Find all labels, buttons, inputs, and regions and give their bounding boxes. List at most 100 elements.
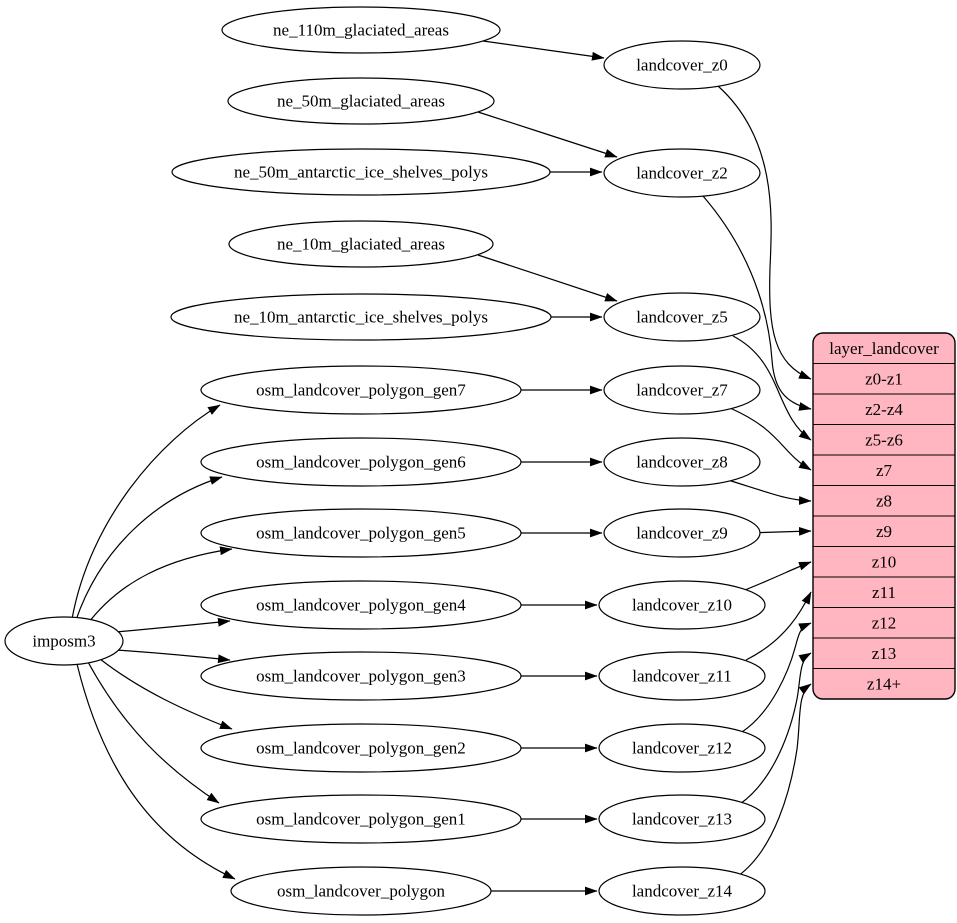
landcover_z7-label: landcover_z7: [636, 381, 728, 400]
node-imposm3: imposm3: [4, 616, 124, 666]
node-osm_landcover_polygon_gen4: osm_landcover_polygon_gen4: [200, 580, 522, 630]
landcover_z9-label: landcover_z9: [636, 524, 728, 543]
table-row-z2-z4: z2-z4: [813, 393, 955, 419]
landcover_z2-ellipse: [603, 148, 761, 198]
edge-imposm3--osm_landcover_polygon_gen1: [87, 661, 220, 804]
node-landcover_z11: landcover_z11: [598, 651, 766, 701]
table-row-z5-z6: z5-z6: [813, 423, 955, 449]
edge-imposm3--osm_landcover_polygon_gen6: [75, 476, 223, 621]
edge-landcover_z0--row:z0-z1: [717, 85, 812, 380]
edges-layer: [71, 40, 812, 896]
osm_landcover_polygon_gen7-ellipse: [200, 365, 522, 415]
node-osm_landcover_polygon_gen6: osm_landcover_polygon_gen6: [200, 437, 522, 487]
ne_10m_glaciated_areas-ellipse: [228, 220, 494, 268]
ne_50m_glaciated_areas-label: ne_50m_glaciated_areas: [277, 92, 445, 111]
table-row-label: z10: [872, 552, 897, 571]
edge-ne_10m_glaciated_areas--landcover_z5: [477, 254, 618, 302]
landcover_z5-label: landcover_z5: [636, 308, 728, 327]
ne_110m_glaciated_areas-label: ne_110m_glaciated_areas: [273, 21, 449, 40]
edge-landcover_z10--row:z10: [739, 561, 812, 593]
landcover_z10-label: landcover_z10: [632, 596, 732, 615]
node-ne_50m_antarctic_ice_shelves_polys: ne_50m_antarctic_ice_shelves_polys: [171, 148, 551, 196]
edge-imposm3--osm_landcover_polygon: [76, 663, 236, 880]
osm_landcover_polygon_gen4-ellipse: [200, 580, 522, 630]
node-osm_landcover_polygon_gen3: osm_landcover_polygon_gen3: [200, 651, 522, 701]
node-landcover_z8: landcover_z8: [603, 437, 761, 487]
table-row-z14+: z14+: [813, 667, 955, 693]
landcover_z12-label: landcover_z12: [632, 739, 732, 758]
landcover_z10-ellipse: [598, 580, 766, 630]
edge-landcover_z11--row:z11: [745, 591, 812, 661]
ne_110m_glaciated_areas-ellipse: [221, 6, 501, 54]
osm_landcover_polygon_gen3-ellipse: [200, 651, 522, 701]
landcover_z8-label: landcover_z8: [636, 453, 728, 472]
ne_10m_antarctic_ice_shelves_polys-label: ne_10m_antarctic_ice_shelves_polys: [234, 308, 488, 327]
table-row-label: z5-z6: [865, 430, 903, 449]
table-row-z9: z9: [813, 515, 955, 541]
edge-imposm3--osm_landcover_polygon_gen7: [71, 404, 221, 620]
node-landcover_z9: landcover_z9: [603, 508, 761, 558]
landcover_z11-label: landcover_z11: [632, 667, 731, 686]
ne_50m_antarctic_ice_shelves_polys-ellipse: [171, 148, 551, 196]
landcover_z8-ellipse: [603, 437, 761, 487]
ne_50m_antarctic_ice_shelves_polys-label: ne_50m_antarctic_ice_shelves_polys: [234, 163, 488, 182]
node-landcover_z2: landcover_z2: [603, 148, 761, 198]
node-osm_landcover_polygon_gen1: osm_landcover_polygon_gen1: [200, 794, 522, 844]
osm_landcover_polygon_gen6-label: osm_landcover_polygon_gen6: [256, 453, 466, 472]
landcover_z11-ellipse: [598, 651, 766, 701]
edge-ne_50m_glaciated_areas--landcover_z2: [477, 111, 618, 158]
table-row-label: z9: [876, 522, 892, 541]
table-row-label: z12: [872, 613, 897, 632]
edge-landcover_z5--row:z5-z6: [732, 335, 812, 441]
table-row-z11: z11: [813, 576, 955, 602]
edge-landcover_z8--row:z8: [727, 479, 812, 505]
osm_landcover_polygon_gen5-label: osm_landcover_polygon_gen5: [256, 524, 466, 543]
edge-landcover_z2--row:z2-z4: [702, 195, 812, 411]
osm_landcover_polygon_gen3-label: osm_landcover_polygon_gen3: [256, 667, 466, 686]
node-ne_50m_glaciated_areas: ne_50m_glaciated_areas: [227, 77, 495, 125]
node-landcover_z0: landcover_z0: [603, 40, 761, 90]
node-landcover_z13: landcover_z13: [598, 794, 766, 844]
osm_landcover_polygon_gen5-ellipse: [200, 508, 522, 558]
node-landcover_z14: landcover_z14: [598, 866, 766, 916]
osm_landcover_polygon-label: osm_landcover_polygon: [277, 882, 446, 901]
edge-imposm3--osm_landcover_polygon_gen2: [99, 658, 233, 730]
osm_landcover_polygon_gen7-label: osm_landcover_polygon_gen7: [256, 381, 466, 400]
edge-landcover_z7--row:z7: [729, 407, 812, 471]
node-landcover_z12: landcover_z12: [598, 723, 766, 773]
landcover_z5-ellipse: [603, 292, 761, 342]
table-row-label: z2-z4: [865, 400, 903, 419]
table-layer: layer_landcover z0-z1 z2-z4 z5-z6 z7 z8 z9 z10 z…: [812, 332, 956, 700]
landcover_z0-ellipse: [603, 40, 761, 90]
edge-imposm3--osm_landcover_polygon_gen5: [85, 546, 233, 627]
edge-ne_110m_glaciated_areas--landcover_z0: [482, 40, 605, 61]
edge-landcover_z13--row:z13: [739, 652, 812, 805]
node-osm_landcover_polygon: osm_landcover_polygon: [230, 866, 492, 916]
osm_landcover_polygon-ellipse: [230, 866, 492, 916]
osm_landcover_polygon_gen1-label: osm_landcover_polygon_gen1: [256, 810, 466, 829]
landcover_z13-label: landcover_z13: [632, 810, 732, 829]
table-row-z8: z8: [813, 484, 955, 510]
imposm3-ellipse: [4, 616, 124, 666]
ne_10m_antarctic_ice_shelves_polys-ellipse: [170, 293, 552, 341]
edge-landcover_z14--row:z14+: [737, 683, 812, 877]
landcover_z2-label: landcover_z2: [636, 164, 728, 183]
landcover_z0-label: landcover_z0: [636, 56, 728, 75]
table-row-z12: z12: [813, 606, 955, 632]
node-ne_10m_antarctic_ice_shelves_polys: ne_10m_antarctic_ice_shelves_polys: [170, 293, 552, 341]
table-title: layer_landcover: [829, 339, 939, 358]
landcover_z14-label: landcover_z14: [632, 882, 733, 901]
landcover_z12-ellipse: [598, 723, 766, 773]
node-osm_landcover_polygon_gen7: osm_landcover_polygon_gen7: [200, 365, 522, 415]
node-osm_landcover_polygon_gen5: osm_landcover_polygon_gen5: [200, 508, 522, 558]
table-row-label: z0-z1: [865, 369, 903, 388]
osm_landcover_polygon_gen4-label: osm_landcover_polygon_gen4: [256, 596, 466, 615]
table-row-label: z11: [872, 583, 896, 602]
edge-landcover_z12--row:z12: [741, 622, 812, 733]
table-row-label: z8: [876, 491, 892, 510]
table-row-z7: z7: [813, 454, 955, 480]
imposm3-label: imposm3: [32, 632, 95, 651]
edge-imposm3--osm_landcover_polygon_gen3: [115, 649, 231, 664]
